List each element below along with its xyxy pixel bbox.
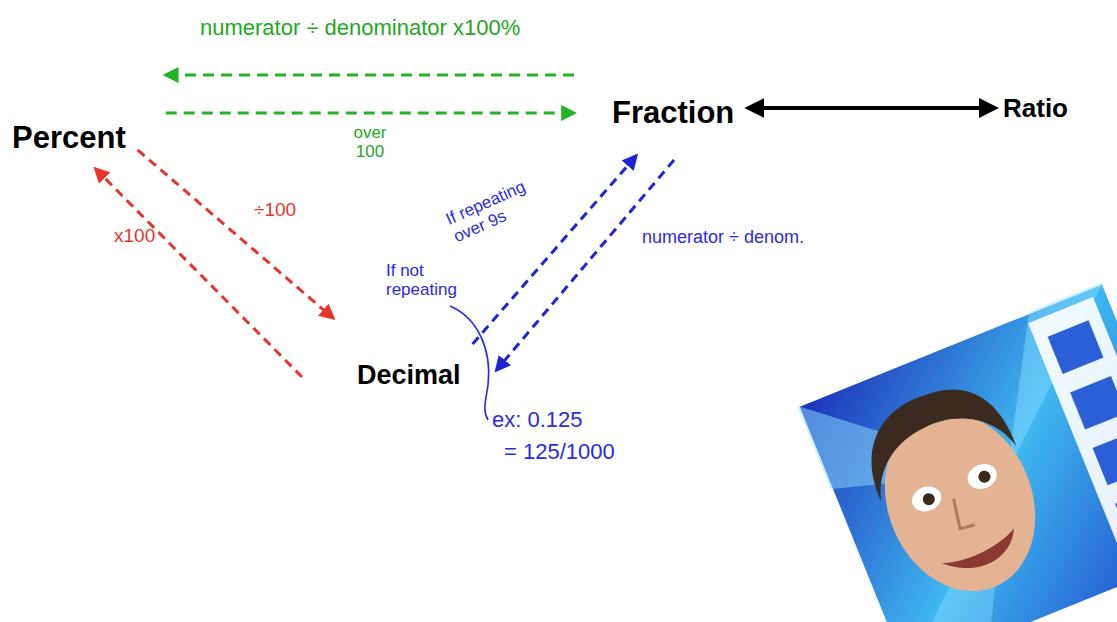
- term-node: Ratio: [999, 91, 1072, 126]
- conversion-arrow: [138, 150, 333, 318]
- conversion-arrow: [748, 106, 995, 110]
- edge-label: over 100: [348, 124, 392, 161]
- conversion-arrow: [473, 156, 636, 344]
- edge-label: x100: [114, 226, 174, 247]
- edge-label: ÷100: [254, 200, 314, 221]
- term-node: Decimal: [353, 358, 465, 393]
- conversion-arrow: [166, 112, 574, 115]
- note-text: ex: 0.125: [492, 408, 632, 432]
- term-node: Fraction: [608, 93, 738, 133]
- conversion-arrow: [166, 74, 574, 77]
- term-node: Percent: [8, 118, 130, 158]
- note-text: = 125/1000: [504, 440, 664, 464]
- edge-label: numerator ÷ denominator x100%: [200, 16, 620, 40]
- term-label: Ratio: [1003, 93, 1068, 123]
- term-label: Decimal: [357, 360, 461, 390]
- note-text: If not repeating: [386, 262, 470, 299]
- photo: [797, 282, 1117, 622]
- term-label: Percent: [12, 120, 126, 155]
- edge-label: numerator ÷ denom.: [642, 228, 832, 248]
- edge-label: If repeating over 9s: [443, 167, 561, 247]
- term-label: Fraction: [612, 95, 734, 130]
